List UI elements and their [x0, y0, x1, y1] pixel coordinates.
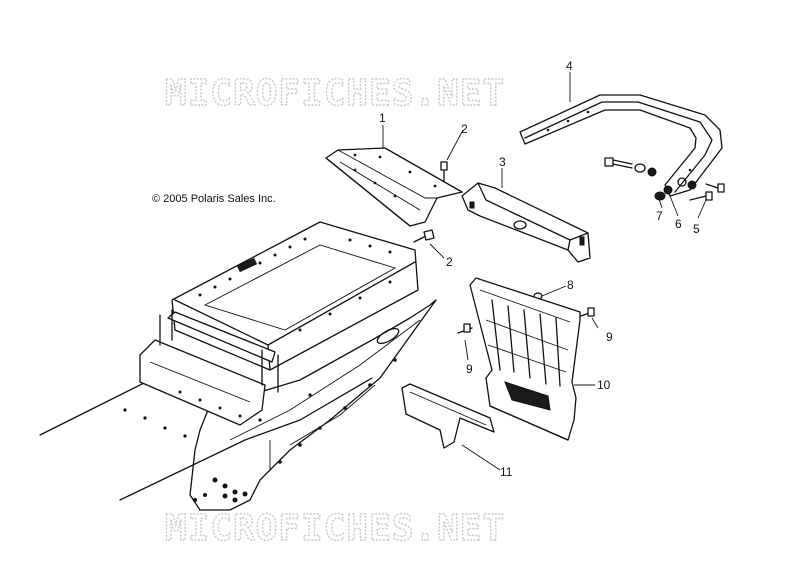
- callout-6: 6: [675, 217, 682, 231]
- callout-3: 3: [499, 155, 506, 169]
- part-1-top-cover: [325, 147, 463, 227]
- leader-lines: [382, 72, 707, 471]
- copyright-text: © 2005 Polaris Sales Inc.: [152, 193, 276, 205]
- watermark-top: MICROFICHES.NET: [165, 73, 505, 114]
- callout-9-right: 9: [606, 330, 613, 344]
- part-2-screw-lower: [413, 229, 435, 243]
- callout-11: 11: [500, 465, 513, 479]
- callout-4: 4: [566, 59, 573, 73]
- part-10-snow-flap: [469, 277, 581, 441]
- part-9-fastener-left: [457, 323, 473, 334]
- callouts: 1 2 3 4 5 6 7 2 8 9 9 10 11: [379, 59, 700, 479]
- callout-2-upper: 2: [461, 122, 468, 136]
- callout-9-left: 9: [466, 362, 473, 376]
- callout-10: 10: [597, 378, 611, 392]
- chassis-tunnel: [39, 221, 437, 511]
- callout-1: 1: [379, 111, 386, 125]
- hardware-upper-bolt: [604, 157, 657, 177]
- callout-2-lower: 2: [446, 255, 453, 269]
- part-3-bracket: [461, 182, 591, 263]
- part-6-washer: [663, 180, 697, 195]
- box-rivets: [178, 237, 392, 418]
- watermark-bottom: MICROFICHES.NET: [165, 508, 505, 549]
- callout-5: 5: [693, 222, 700, 236]
- part-7-washer: [654, 177, 687, 201]
- part-2-screw-upper: [440, 161, 448, 183]
- tunnel-holes: [123, 358, 397, 503]
- part-11-plate: [401, 383, 495, 449]
- part-5-bolt: [689, 183, 725, 201]
- callout-7: 7: [656, 209, 663, 223]
- callout-8: 8: [567, 278, 574, 292]
